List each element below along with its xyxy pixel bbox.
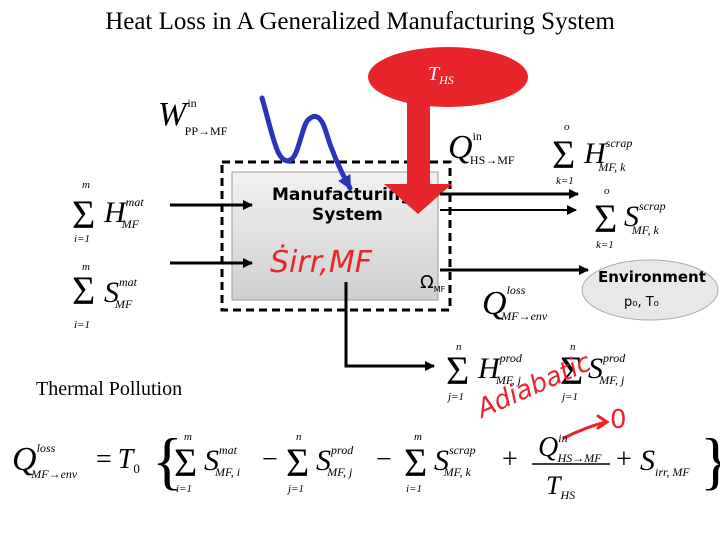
handwritten-arrow-to-zero	[562, 420, 608, 440]
eq-plus-2: +	[616, 444, 632, 475]
environment-label: Environment	[598, 268, 706, 286]
control-volume-boundary	[220, 160, 452, 312]
scrap-entropy-sum: Σ	[594, 196, 617, 241]
eq-minus-1: −	[262, 444, 278, 475]
material-entropy-sum-top: m	[82, 261, 90, 273]
eq-minus-2: −	[376, 444, 392, 475]
material-enthalpy-sum: Σ	[72, 192, 95, 237]
scrap-enthalpy-sum: Σ	[552, 132, 575, 177]
eq-sum-mat: Σ	[174, 440, 197, 485]
eq-sum-mat-bottom: i=1	[176, 483, 192, 495]
eq-sum-mat-top: m	[184, 431, 192, 443]
eq-sum-scrap-top: m	[414, 431, 422, 443]
scrap-enthalpy-sum-top: o	[564, 121, 570, 133]
eq-plus-1: +	[502, 444, 518, 475]
ms-label-line2: System	[312, 205, 383, 225]
eq-sum-prod-bottom: j=1	[286, 483, 304, 495]
scrap-entropy-sum-top: o	[604, 185, 610, 197]
eq-frac-denominator: THS	[546, 471, 575, 502]
handwritten-sirr: Ṡirr,MF	[270, 243, 373, 280]
equation-left-brace: {	[152, 425, 183, 496]
material-entropy-sum: Σ	[72, 268, 95, 313]
handwritten-zero: 0	[610, 405, 627, 435]
product-enthalpy-sum: Σ	[446, 348, 469, 393]
eq-sum-scrap-bottom: i=1	[406, 483, 422, 495]
product-entropy-sum-bottom: j=1	[560, 391, 578, 403]
eq-sum-prod-top: n	[296, 431, 302, 443]
material-enthalpy-sum-top: m	[82, 179, 90, 191]
equation-equals-t0: =T0	[96, 444, 140, 476]
work-input-squiggle	[259, 95, 353, 191]
environment-props: p₀, T₀	[624, 295, 659, 310]
ths-label: THS	[428, 63, 454, 87]
equation-right-brace: }	[700, 425, 720, 496]
product-enthalpy-sum-bottom: j=1	[446, 391, 464, 403]
handwritten-arrowhead	[596, 414, 610, 430]
heat-input-arrow	[384, 78, 452, 214]
product-out-arrow	[344, 282, 435, 371]
product-entropy-sum-top: n	[570, 341, 576, 353]
eq-sum-prod: Σ	[286, 440, 309, 485]
ms-omega: ΩMF	[420, 272, 446, 294]
product-enthalpy-sum-top: n	[456, 341, 462, 353]
environment-ellipse	[581, 259, 719, 321]
ms-label-line1: Manufacturing	[272, 185, 412, 205]
material-entropy-sum-bottom: i=1	[74, 319, 90, 331]
thermal-pollution-label: Thermal Pollution	[36, 378, 183, 400]
scrap-entropy-sum-bottom: k=1	[596, 239, 614, 251]
material-enthalpy-sum-bottom: i=1	[74, 233, 90, 245]
product-entropy-sum: Σ	[560, 348, 583, 393]
eq-term-irr: Sirr, MF	[640, 444, 690, 479]
page-title: Heat Loss in A Generalized Manufacturing…	[105, 8, 615, 35]
scrap-enthalpy-sum-bottom: k=1	[556, 175, 574, 187]
eq-sum-scrap: Σ	[404, 440, 427, 485]
